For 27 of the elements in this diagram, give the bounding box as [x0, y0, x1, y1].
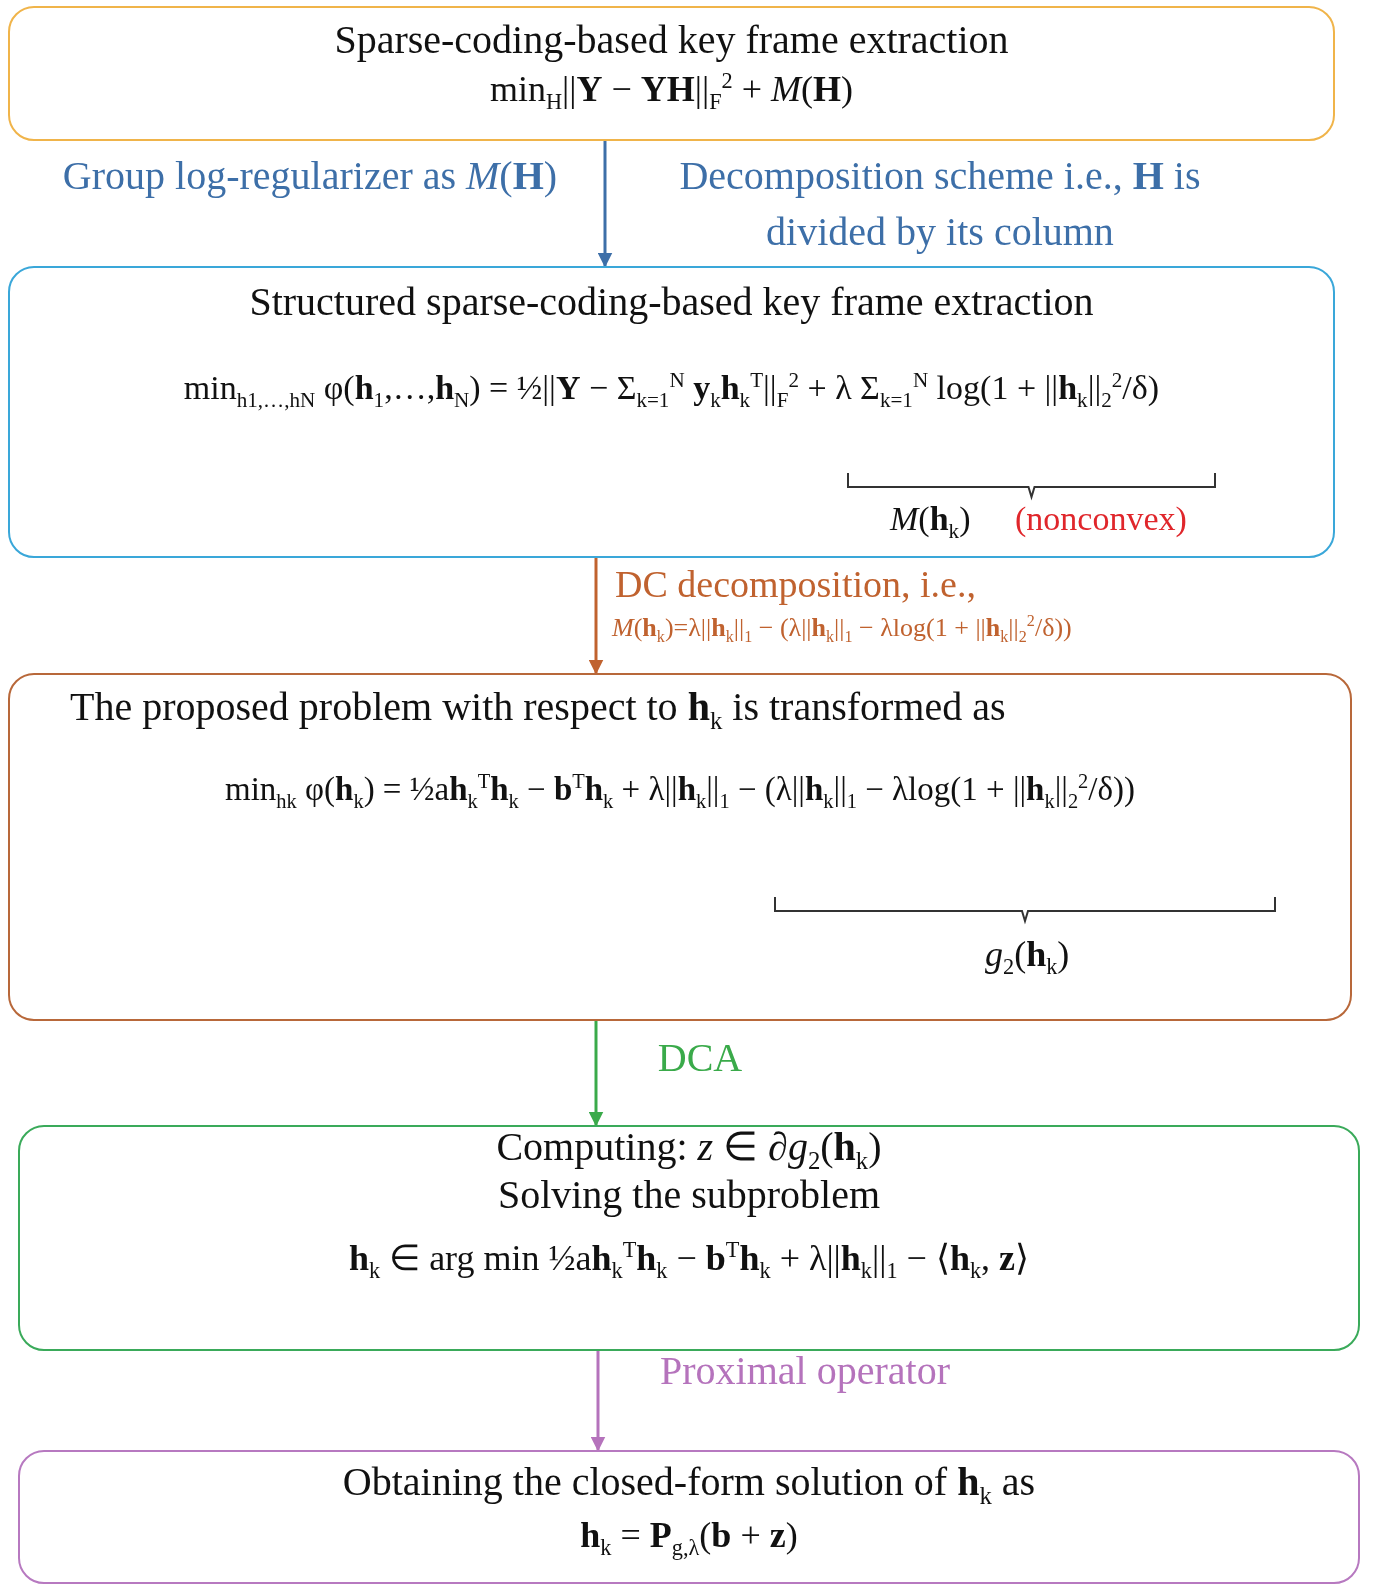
- formula: h$_{k}$ ∈ arg min ½ah$_{k}$$^{T}$h$_{k}$ − b$^{T}$h$_{k}$ + λ||h$_{k}$||$_{1}$ − ⟨h$_{k}$, z⟩: [347, 1237, 1031, 1285]
- process-box: [18, 1125, 1360, 1351]
- edge-label: DC decomposition, i.e.,: [615, 562, 977, 607]
- box-title: The proposed problem with respect to h$_{k}$ is transformed as: [70, 683, 1006, 735]
- annotation-label: Decomposition scheme i.e., H is divided by its column: [678, 152, 1202, 256]
- brace-label: M(h$_{k}$): [890, 500, 971, 544]
- brace-label: g$_{2}$(h$_{k}$): [985, 933, 1070, 981]
- process-box: [8, 673, 1352, 1021]
- formula: min$_{H}$||Y − YH||$_{F}$$^{2}$ + M(H): [488, 68, 855, 116]
- edge-label: Proximal operator: [659, 1347, 951, 1395]
- edge-label: DCA: [656, 1034, 744, 1082]
- process-box: [18, 1450, 1360, 1584]
- arrow: [597, 141, 613, 268]
- box-title: Structured sparse-coding-based key frame extraction: [248, 278, 1095, 325]
- process-box: [8, 6, 1335, 141]
- annotation-label: M(h$_{k}$)=λ||h$_{k}$||$_{1}$ − (λ||h$_{k}$||$_{1}$ − λlog(1 + ||h$_{k}$||$_{2}$$^{2}$/δ)): [612, 611, 1073, 648]
- arrow: [590, 1351, 606, 1452]
- edge-label: Group log-regularizer as M(H): [61, 152, 559, 200]
- formula: min$_{hk}$ φ(h$_{k}$) = ½ah$_{k}$$^{T}$h$_{k}$ − b$^{T}$h$_{k}$ + λ||h$_{k}$||$_{1}$ − (λ||h$_{k}$||$_{1}$ − λlog(1 + ||h$_{k}$||$_{2}$$^{2}$/δ)): [223, 770, 1137, 813]
- arrow: [588, 1021, 604, 1127]
- arrow: [588, 558, 604, 675]
- formula: h$_{k}$ = P$_{g,λ}$(b + z): [579, 1514, 799, 1562]
- formula: min$_{h1,…,hN}$ φ(h$_{1}$,…,h$_{N}$) = ½||Y − Σ$_{k=1}$$^{N}$ y$_{k}$h$_{k}$$^{T}$||$_{F}$$^{2}$ + λ Σ$_{k=1}$$^{N}$ log(1 + ||h$_{k}$||$_{2}$$^{2}$/δ): [182, 368, 1161, 414]
- box-title: Obtaining the closed-form solution of h$_{k}$ as: [341, 1458, 1037, 1510]
- box-title: Sparse-coding-based key frame extraction: [333, 16, 1010, 63]
- process-box: [8, 266, 1335, 558]
- brace-label: (nonconvex): [1015, 500, 1187, 538]
